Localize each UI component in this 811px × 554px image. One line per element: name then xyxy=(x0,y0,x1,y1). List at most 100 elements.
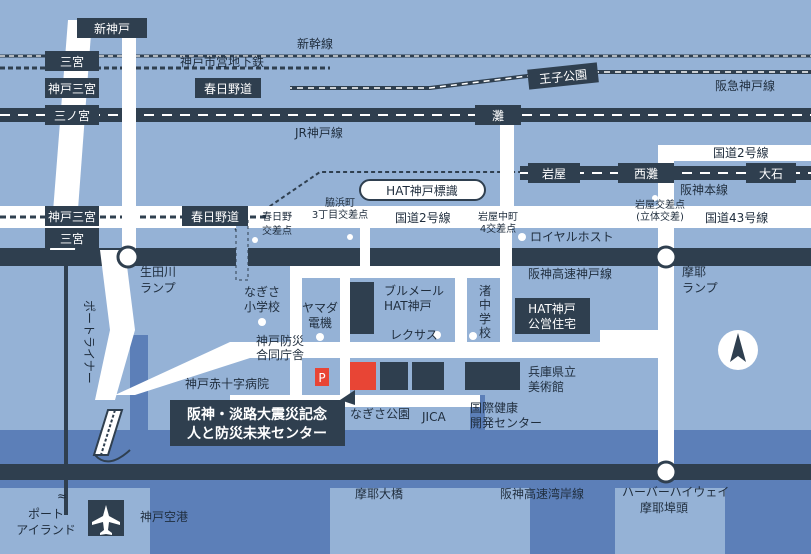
port-liner-curve xyxy=(94,449,131,463)
station-sannomiya-port-label: 三宮 xyxy=(60,231,84,246)
kokusai-label-2: 開発センター xyxy=(470,416,542,430)
iwaya-kosaten-dot xyxy=(502,234,508,240)
station-sannomiya-subway[interactable] xyxy=(45,51,99,71)
road-north-hat xyxy=(290,266,500,278)
wakinohama-dot xyxy=(347,234,353,240)
museum-building-1 xyxy=(380,362,408,390)
hanshin-bay-label: 阪神高速湾岸線 xyxy=(500,486,584,501)
royal-host-dot xyxy=(518,233,526,241)
hanshin-expressway-label: 阪神高速神戸線 xyxy=(528,266,612,281)
museum-label-1: 兵庫県立 xyxy=(528,364,576,379)
jr-line-label: JR神戸線 xyxy=(294,125,343,140)
road-nada xyxy=(500,108,514,208)
station-sannomiya-port[interactable] xyxy=(45,228,99,248)
station-kobesannomiya-top-label: 神戸三宮 xyxy=(48,81,96,96)
station-kasuganomichi-top-label: 春日野道 xyxy=(204,82,252,96)
road-v2 xyxy=(340,266,350,406)
red-cross-dot xyxy=(294,379,302,387)
disaster-center-building[interactable] xyxy=(350,362,376,390)
station-nada[interactable] xyxy=(475,105,521,125)
road-v4 xyxy=(500,228,512,358)
hanshin-expressway xyxy=(0,248,811,266)
station-oji-koen[interactable] xyxy=(527,62,599,90)
flower-road xyxy=(122,20,136,250)
ikutagawa-ramp xyxy=(95,250,135,400)
station-oishi[interactable] xyxy=(746,163,796,183)
station-shinkobe-label: 新神戸 xyxy=(94,21,130,36)
station-nishinada[interactable] xyxy=(618,163,674,183)
hat-housing-label-2: 公営住宅 xyxy=(528,316,576,331)
nagisa-chu-label-4: 校 xyxy=(479,325,491,340)
airplane-icon xyxy=(92,505,120,535)
route2-top-label: 国道2号線 xyxy=(713,145,769,160)
shinkansen-label: 新幹線 xyxy=(297,36,333,51)
station-kobesannomiya-low-label: 神戸三宮 xyxy=(48,209,96,224)
nagisa-school-label-2: 小学校 xyxy=(244,299,280,314)
nagisa-chu-dot xyxy=(469,332,477,340)
port-island-land xyxy=(0,488,150,554)
hat-sign-label: HAT神戸標識 xyxy=(386,184,458,198)
kokusai-label-1: 国際健康 xyxy=(470,400,518,415)
makiya-dot xyxy=(652,195,658,201)
kasugano-crossing-label-1: 春日野 xyxy=(262,211,292,223)
north-arrow-icon xyxy=(730,333,746,362)
hat-housing-label-1: HAT神戸 xyxy=(528,302,576,316)
lexus-dot xyxy=(433,331,441,339)
maya-ramp-label-2: ランプ xyxy=(682,281,718,295)
makiya-label-2: (立体交差) xyxy=(636,210,684,223)
road-v3 xyxy=(455,266,467,356)
yamada-label-1: ヤマダ xyxy=(302,300,338,315)
nagisa-chu-label-2: 中 xyxy=(479,297,491,312)
lexus-label: レクサス xyxy=(390,328,438,342)
hankyu-line-label: 阪急神戸線 xyxy=(715,78,775,93)
station-oji-koen-label: 王子公園 xyxy=(538,68,587,87)
station-kobesannomiya-top[interactable] xyxy=(45,78,99,98)
road-v1 xyxy=(290,266,302,406)
disaster-center-label-1: 阪神・淡路大震災記念 xyxy=(187,406,328,423)
port-liner-vertical xyxy=(64,250,68,515)
station-oishi-label: 大石 xyxy=(759,167,783,181)
route2-mid-label: 国道2号線 xyxy=(395,210,451,225)
station-kasuganomichi-low[interactable] xyxy=(182,206,248,226)
road-kasuga-vert xyxy=(235,219,249,281)
harbor-label-1: ハーバーハイウェイ xyxy=(622,485,729,499)
station-iwaya-label: 岩屋 xyxy=(542,166,566,181)
makiya-label-1: 岩屋交差点 xyxy=(635,198,685,211)
disaster-center-callout[interactable] xyxy=(170,400,345,446)
kobe-airport-label: 神戸空港 xyxy=(140,510,188,524)
subway-line-label: 神戸市営地下鉄 xyxy=(180,54,264,69)
hanshin-main-label: 阪神本線 xyxy=(680,182,728,197)
nagisa-chu-label-3: 学 xyxy=(479,311,491,326)
wakinohama-label-2: 3丁目交差点 xyxy=(312,208,368,221)
station-nada-label: 灘 xyxy=(492,109,504,123)
station-shinkobe[interactable] xyxy=(77,18,147,38)
road-v5 xyxy=(360,228,370,268)
ikutagawa-ramp-marker xyxy=(116,245,140,269)
nagisa-chu-label-1: 渚 xyxy=(479,284,491,298)
nagisa-school-label-1: なぎさ xyxy=(244,285,280,299)
station-kasuganomichi-low-label: 春日野道 xyxy=(191,210,239,224)
ikutagawa-label-2: ランプ xyxy=(140,281,176,295)
station-nishinada-label: 西灘 xyxy=(634,167,658,181)
station-iwaya[interactable] xyxy=(528,163,580,183)
museum-label-2: 美術館 xyxy=(528,379,564,394)
disaster-center-label-2: 人と防災未来センター xyxy=(187,425,327,442)
road-mid-hat xyxy=(230,342,660,358)
museum-building-3 xyxy=(465,362,520,390)
station-sannomiya-jr-label: 三ノ宮 xyxy=(54,108,90,123)
kasugano-crossing-label-2: 交差点 xyxy=(262,224,292,237)
jica-label: JICA xyxy=(421,410,446,424)
yamada-label-2: 電機 xyxy=(308,315,332,330)
bosai-label-2: 合同庁舎 xyxy=(256,347,304,362)
station-kobesannomiya-low[interactable] xyxy=(45,206,99,226)
bluemer-building-2 xyxy=(362,282,374,334)
maya-ramp-marker xyxy=(654,245,678,269)
wakinohama-label-1: 脇浜町 xyxy=(325,197,355,209)
station-sannomiya-jr[interactable] xyxy=(45,105,99,125)
port-liner-bridge-dash xyxy=(100,409,116,456)
station-kasuganomichi-top[interactable] xyxy=(195,78,261,98)
hat-sign-badge xyxy=(359,179,486,201)
museum-building-2 xyxy=(412,362,444,390)
nagisa-school-dot xyxy=(258,318,266,326)
wave-break-icon: ≈ xyxy=(57,489,67,503)
